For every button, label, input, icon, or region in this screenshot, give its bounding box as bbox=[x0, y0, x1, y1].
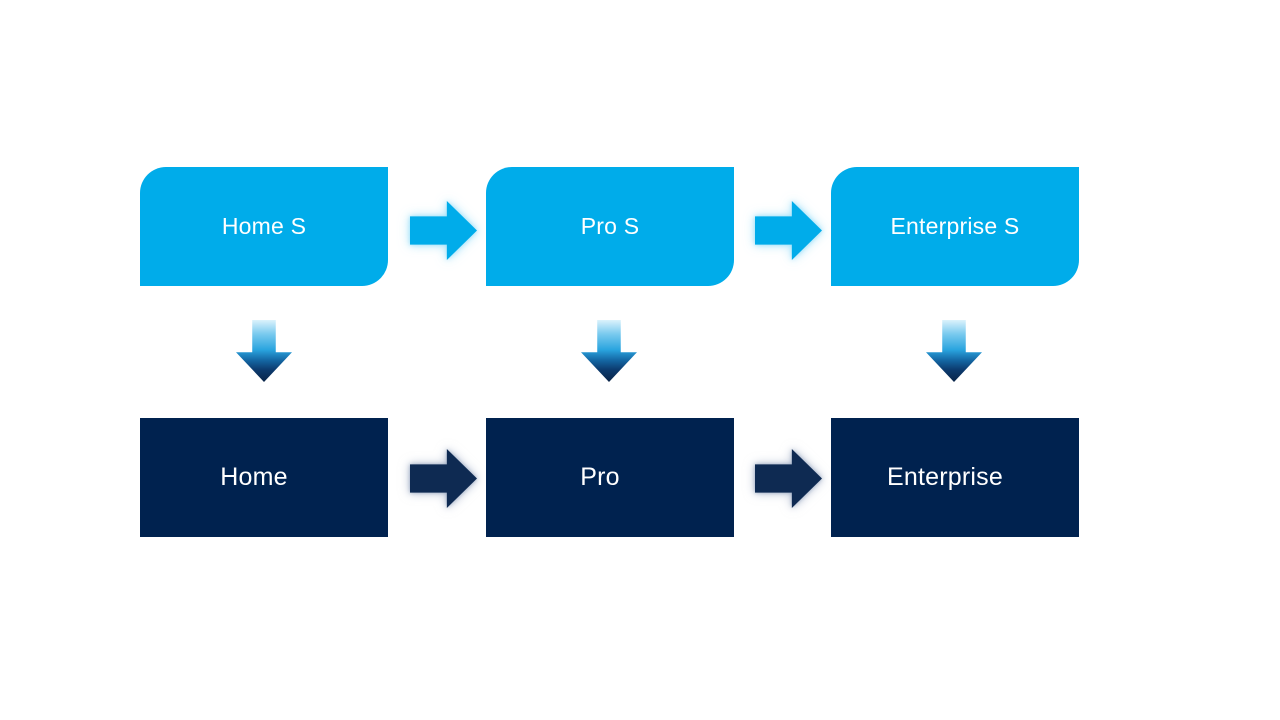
down-arrow-shape bbox=[581, 320, 637, 382]
right-arrow-icon bbox=[410, 201, 477, 260]
right-arrow-shape bbox=[755, 201, 822, 260]
down-arrow-icon bbox=[926, 320, 982, 382]
right-arrow-icon bbox=[755, 201, 822, 260]
node-label-enterprise: Enterprise bbox=[887, 463, 1003, 491]
node-home: Home bbox=[140, 418, 388, 537]
right-arrow-shape bbox=[410, 201, 477, 260]
right-arrow-shape bbox=[755, 449, 822, 508]
down-arrow-icon bbox=[236, 320, 292, 382]
node-label-home-s: Home S bbox=[221, 213, 307, 239]
node-label-home: Home bbox=[220, 463, 288, 491]
node-enterprise: Enterprise bbox=[831, 418, 1079, 537]
node-pro-s: Pro S bbox=[486, 167, 734, 286]
down-arrow-shape bbox=[926, 320, 982, 382]
right-arrow-icon bbox=[755, 449, 822, 508]
down-arrow-icon bbox=[581, 320, 637, 382]
right-arrow-shape bbox=[410, 449, 477, 508]
node-label-pro: Pro bbox=[580, 463, 620, 491]
node-label-enterprise-s: Enterprise S bbox=[890, 213, 1020, 239]
node-label-pro-s: Pro S bbox=[580, 213, 640, 239]
down-arrow-shape bbox=[236, 320, 292, 382]
node-enterprise-s: Enterprise S bbox=[831, 167, 1079, 286]
node-pro: Pro bbox=[486, 418, 734, 537]
node-home-s: Home S bbox=[140, 167, 388, 286]
right-arrow-icon bbox=[410, 449, 477, 508]
